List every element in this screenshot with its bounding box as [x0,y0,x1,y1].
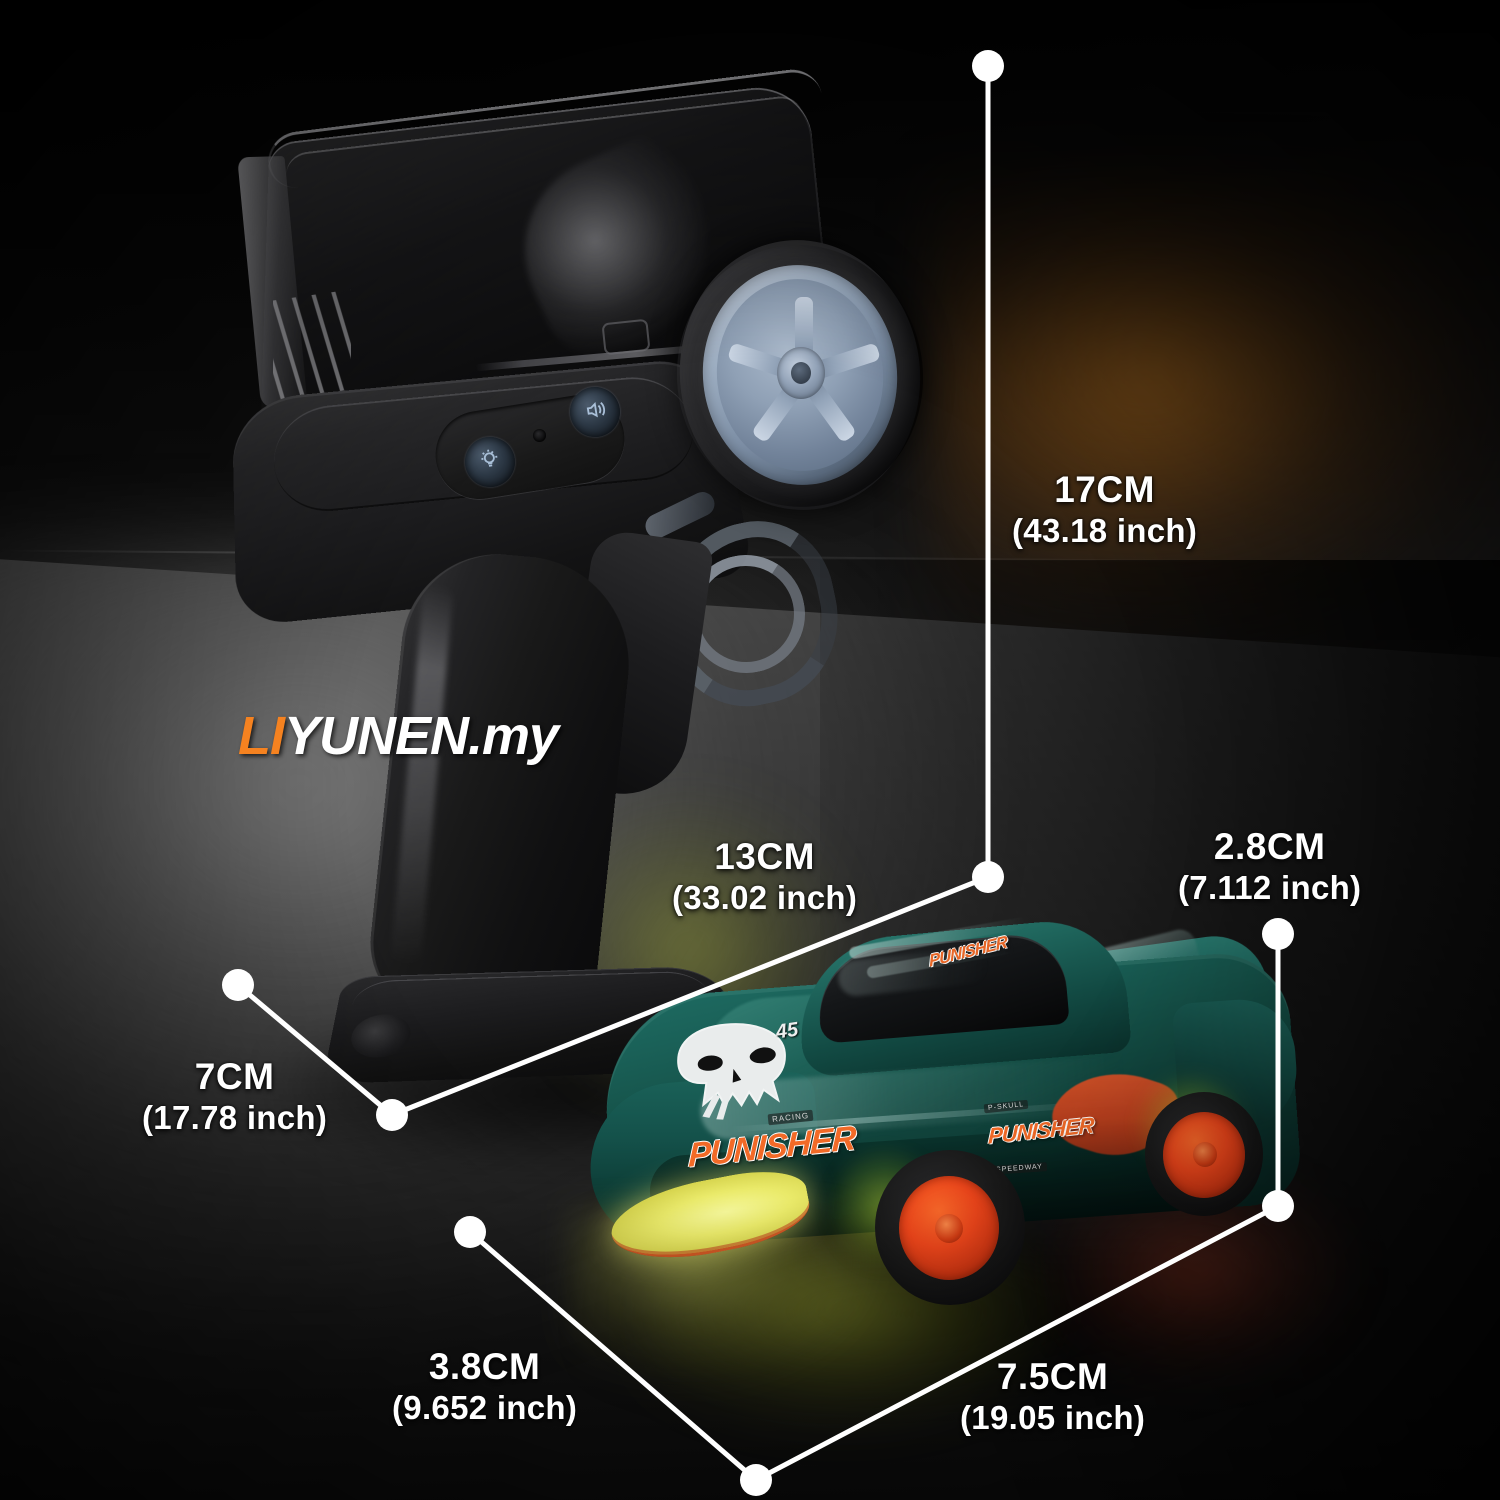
dimension-value-cm: 3.8CM [428,1346,541,1387]
dimension-label-length-car: 7.5CM (19.05 inch) [960,1355,1145,1438]
watermark: LIYUNEN.my [238,705,559,767]
dimension-value-inch: (7.112 inch) [1178,868,1362,906]
dimension-label-width-controller: 7CM (17.78 inch) [142,1055,327,1138]
watermark-text: YUNEN.my [284,706,559,766]
dimension-endpoints [222,50,1294,1496]
dimension-value-inch: (19.05 inch) [960,1398,1146,1436]
dimension-label-depth-controller: 13CM (33.02 inch) [672,835,857,918]
dimension-value-cm: 17CM [1054,469,1155,510]
dimension-value-cm: 13CM [714,836,815,877]
dimension-label-width-car: 3.8CM (9.652 inch) [392,1345,577,1428]
line-width-car [467,1229,759,1483]
dimension-label-height-car: 2.8CM (7.112 inch) [1178,825,1361,908]
dimension-value-inch: (9.652 inch) [392,1388,578,1426]
dimension-value-inch: (33.02 inch) [672,878,858,916]
dimension-value-cm: 7CM [194,1056,275,1097]
watermark-accent: LI [238,706,285,766]
line-length-car [753,1203,1281,1483]
line-depth-controller [389,874,991,1118]
dimension-value-inch: (43.18 inch) [1012,511,1198,549]
dimension-value-cm: 7.5CM [996,1356,1109,1397]
dimension-value-cm: 2.8CM [1213,826,1326,867]
dimension-value-inch: (17.78 inch) [142,1098,328,1136]
line-width-controller [235,982,395,1118]
dimension-label-height-controller: 17CM (43.18 inch) [1012,468,1197,551]
